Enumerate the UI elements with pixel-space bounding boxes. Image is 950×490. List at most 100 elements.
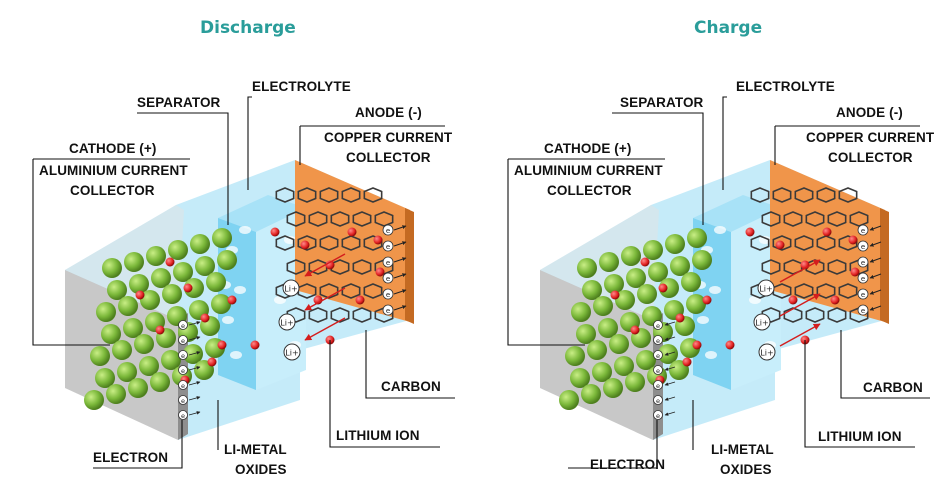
oxide-particle xyxy=(603,378,623,398)
lithium-ion-marker xyxy=(278,313,296,331)
electron-symbol: e xyxy=(656,367,660,375)
oxides-label-line2: OXIDES xyxy=(720,462,772,477)
oxide-particle xyxy=(107,280,127,300)
oxide-particle xyxy=(626,268,646,288)
separator-label: SEPARATOR xyxy=(137,95,221,110)
electron-flow-arrow xyxy=(869,225,882,231)
graphite-hexagon xyxy=(794,187,814,203)
graphite-hexagon xyxy=(341,187,361,203)
lithium-ion-symbol: Li+ xyxy=(759,285,772,294)
graphite-hexagon xyxy=(374,211,394,227)
lithium-ion-symbol: Li+ xyxy=(760,349,773,358)
separator-pore xyxy=(239,226,251,234)
graphite-hexagon xyxy=(341,235,361,251)
oxide-particle xyxy=(139,356,159,376)
oxide-particle xyxy=(150,372,170,392)
carbon-leader xyxy=(365,330,455,399)
lithium-atom xyxy=(725,340,735,350)
separator-top xyxy=(693,195,781,232)
electron-symbol: e xyxy=(386,243,390,251)
lithium-atom xyxy=(850,267,860,277)
electron-symbol: e xyxy=(656,382,660,390)
electron-marker xyxy=(382,240,394,252)
graphite-hexagon xyxy=(750,187,770,203)
electron-marker xyxy=(382,224,394,236)
graphite-hexagon xyxy=(750,235,770,251)
electron-flow-arrow xyxy=(869,257,882,263)
oxide-particle xyxy=(112,340,132,360)
lithium-atom xyxy=(227,295,237,305)
electron-symbol: e xyxy=(181,382,185,390)
oxide-particle xyxy=(140,290,160,310)
lithium-atom xyxy=(207,357,217,367)
oxide-particle xyxy=(217,250,237,270)
electrolyte-leader xyxy=(247,96,252,190)
electron-label: ELECTRON xyxy=(93,450,169,465)
lithium-atom xyxy=(745,227,755,237)
separator-top xyxy=(218,195,306,232)
oxides-label-line2: OXIDES xyxy=(235,462,287,477)
oxide-particle xyxy=(173,262,193,282)
cathode-label: CATHODE (+) xyxy=(69,141,157,156)
oxide-particle xyxy=(598,318,618,338)
electron-marker xyxy=(382,272,394,284)
graphite-hexagon xyxy=(286,211,306,227)
graphite-hexagon xyxy=(816,283,836,299)
oxide-particle xyxy=(134,334,154,354)
separator-pore xyxy=(697,316,709,324)
graphite-hexagon xyxy=(805,307,825,323)
oxide-particle xyxy=(686,294,706,314)
copper-collector-label-line1: COPPER CURRENT xyxy=(806,130,935,145)
oxide-particle xyxy=(582,280,602,300)
graphite-hexagon xyxy=(816,187,836,203)
lithium-ion-marker xyxy=(283,343,301,361)
electron-marker xyxy=(857,240,869,252)
electron-marker xyxy=(178,335,188,345)
ion-flow-arrow xyxy=(779,323,821,347)
electron-flow-arrow xyxy=(188,321,201,326)
lithium-atom xyxy=(822,227,832,237)
lithium-atom xyxy=(347,227,357,237)
electron-flow-arrow xyxy=(664,321,676,326)
oxide-particle xyxy=(621,246,641,266)
electron-marker xyxy=(857,288,869,300)
electron-flow-arrow xyxy=(664,336,676,341)
electron-flow-arrow xyxy=(188,396,201,401)
electron-flow-arrow xyxy=(664,381,676,386)
oxide-particle xyxy=(106,384,126,404)
lithium-atom xyxy=(848,235,858,245)
panel-title: Charge xyxy=(694,18,763,38)
electron-marker xyxy=(178,320,188,330)
oxide-particle xyxy=(681,272,701,292)
oxide-particle xyxy=(90,346,110,366)
lithium-atom xyxy=(135,290,145,300)
lithium-atom xyxy=(830,295,840,305)
lithium-ion-symbol: Li+ xyxy=(280,319,293,328)
graphite-hexagon xyxy=(297,235,317,251)
oxide-particle xyxy=(593,296,613,316)
lithium-atom xyxy=(640,257,650,267)
ion-flow-arrow xyxy=(304,287,346,311)
lithium-atom xyxy=(702,295,712,305)
lithium-atom xyxy=(165,257,175,267)
lithium-ion-symbol: Li+ xyxy=(285,349,298,358)
oxide-particle xyxy=(211,294,231,314)
lithium-atom xyxy=(682,357,692,367)
separator-pore xyxy=(705,351,717,359)
carbon-label: CARBON xyxy=(863,380,923,395)
electron-flow-arrow xyxy=(869,305,882,311)
oxide-particle xyxy=(599,252,619,272)
electron-flow-arrow xyxy=(188,351,201,356)
oxide-particle xyxy=(625,372,645,392)
electron-symbol: e xyxy=(181,367,185,375)
oxide-particle xyxy=(151,268,171,288)
separator-pore xyxy=(709,286,721,294)
oxide-particle xyxy=(123,318,143,338)
oxide-particle xyxy=(614,356,634,376)
electron-symbol: e xyxy=(386,291,390,299)
electron-symbol: e xyxy=(861,307,865,315)
graphite-hexagon xyxy=(363,283,383,299)
electron-marker xyxy=(178,410,188,420)
oxide-particle xyxy=(687,228,707,248)
